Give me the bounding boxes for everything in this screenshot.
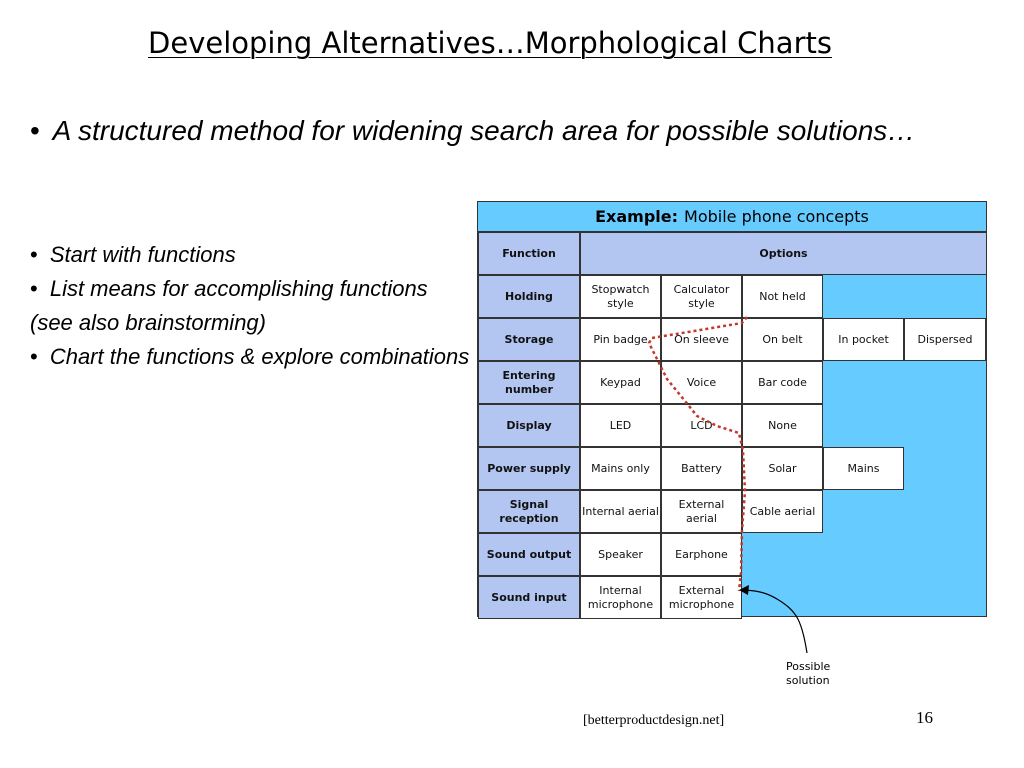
sub-bullet: • Chart the functions & explore combinat… bbox=[30, 340, 470, 374]
option-cell: Bar code bbox=[742, 361, 823, 404]
option-cell: On sleeve bbox=[661, 318, 742, 361]
function-cell: Display bbox=[478, 404, 580, 447]
function-cell: Holding bbox=[478, 275, 580, 318]
bullet-symbol: • bbox=[30, 242, 38, 267]
option-cell: Voice bbox=[661, 361, 742, 404]
sub-bullet-text: List means for accomplishing functions (… bbox=[30, 276, 428, 335]
function-cell: Power supply bbox=[478, 447, 580, 490]
source-citation: [betterproductdesign.net] bbox=[583, 713, 725, 728]
option-cell: Mains bbox=[823, 447, 904, 490]
function-cell: Sound input bbox=[478, 576, 580, 619]
option-cell: Solar bbox=[742, 447, 823, 490]
option-cell: LED bbox=[580, 404, 661, 447]
function-cell: Signal reception bbox=[478, 490, 580, 533]
function-cell: Storage bbox=[478, 318, 580, 361]
option-cell: Cable aerial bbox=[742, 490, 823, 533]
option-cell: Keypad bbox=[580, 361, 661, 404]
function-cell: Entering number bbox=[478, 361, 580, 404]
option-cell: Internal microphone bbox=[580, 576, 661, 619]
option-cell: External microphone bbox=[661, 576, 742, 619]
option-cell: None bbox=[742, 404, 823, 447]
bullet-symbol: • bbox=[30, 276, 38, 301]
sub-bullet: • List means for accomplishing functions… bbox=[30, 272, 470, 340]
option-cell: External aerial bbox=[661, 490, 742, 533]
slide-title: Developing Alternatives…Morphological Ch… bbox=[148, 26, 832, 60]
bullet-symbol: • bbox=[30, 344, 38, 369]
option-cell: Pin badge bbox=[580, 318, 661, 361]
bullet-symbol: • bbox=[30, 115, 40, 146]
option-cell: Calculator style bbox=[661, 275, 742, 318]
option-cell: Not held bbox=[742, 275, 823, 318]
page-number: 16 bbox=[916, 708, 933, 727]
option-cell: Dispersed bbox=[904, 318, 986, 361]
main-bullet: • A structured method for widening searc… bbox=[30, 110, 960, 151]
sub-bullet-text: Chart the functions & explore combinatio… bbox=[49, 344, 470, 369]
option-cell: In pocket bbox=[823, 318, 904, 361]
chart-title: Example: Mobile phone concepts bbox=[478, 202, 986, 232]
sub-bullet-text: Start with functions bbox=[49, 242, 236, 267]
option-cell: Internal aerial bbox=[580, 490, 661, 533]
main-bullet-text: A structured method for widening search … bbox=[52, 115, 916, 146]
option-cell: Stopwatch style bbox=[580, 275, 661, 318]
option-cell: Mains only bbox=[580, 447, 661, 490]
sub-bullet-list: • Start with functions • List means for … bbox=[30, 238, 470, 374]
options-header: Options bbox=[580, 232, 987, 275]
callout-label: Possible solution bbox=[786, 660, 831, 687]
option-cell: Earphone bbox=[661, 533, 742, 576]
option-cell: Battery bbox=[661, 447, 742, 490]
function-header: Function bbox=[478, 232, 580, 275]
chart-title-bold: Example: bbox=[595, 207, 679, 226]
chart-title-text: Mobile phone concepts bbox=[684, 207, 869, 226]
option-cell: On belt bbox=[742, 318, 823, 361]
option-cell: Speaker bbox=[580, 533, 661, 576]
function-cell: Sound output bbox=[478, 533, 580, 576]
option-cell: LCD bbox=[661, 404, 742, 447]
sub-bullet: • Start with functions bbox=[30, 238, 470, 272]
